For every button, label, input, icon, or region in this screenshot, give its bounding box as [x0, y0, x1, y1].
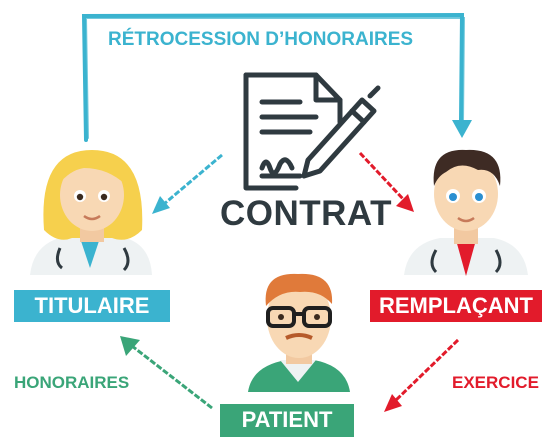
honoraires-label: HONORAIRES [14, 373, 130, 392]
retrocession-label: RÉTROCESSION D’HONORAIRES [108, 29, 414, 50]
contract-to-remplacant-arrow [358, 151, 414, 212]
titulaire-badge: TITULAIRE [14, 290, 170, 322]
retrocession-arrowhead [452, 120, 472, 138]
remplacant-to-patient-arrow [384, 338, 460, 412]
retrocession-arrow [81, 12, 466, 142]
exercice-label: EXERCICE [452, 373, 539, 392]
contract-label: CONTRAT [220, 194, 392, 233]
contract-to-titulaire-arrow [152, 153, 223, 214]
remplacant-badge: REMPLAÇANT [370, 290, 542, 322]
patient-badge: PATIENT [220, 404, 354, 437]
patient-to-titulaire-arrow [120, 336, 213, 410]
